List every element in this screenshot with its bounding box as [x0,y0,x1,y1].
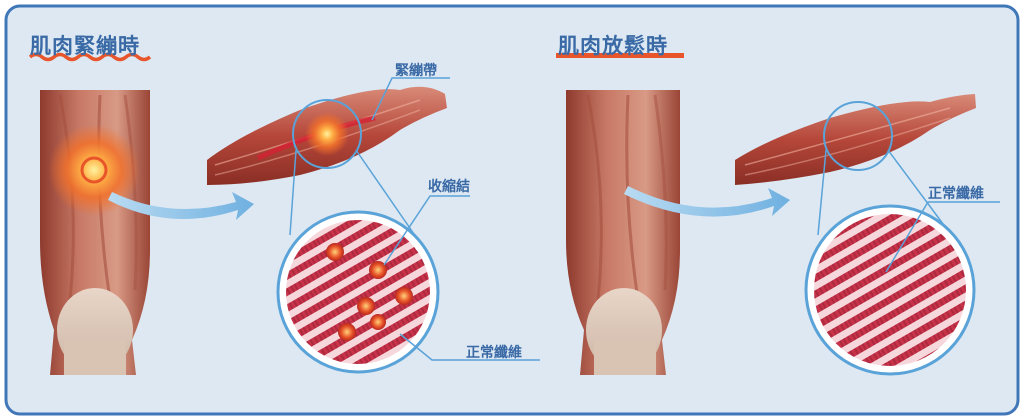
thigh-illustration-right [566,90,680,375]
knot-glow [305,112,349,156]
label-normal-fiber-relaxed: 正常纖維 [928,186,984,202]
magnifier-ring [823,101,893,171]
wavy-underline [28,52,152,62]
title-tense: 肌肉緊繃時 [30,34,140,58]
label-contraction-knot: 收縮結 [428,179,470,195]
contraction-knot [369,261,387,279]
label-taut-band: 緊繃帶 [395,63,437,79]
leader-line [885,201,1000,273]
leader-line [383,195,470,266]
contraction-knot [395,287,413,305]
outer-frame [4,4,1020,416]
fiber-closeup [814,214,966,366]
leader-line [371,77,450,121]
magnifier-ring [292,99,362,169]
fiber-closeup [286,220,430,364]
trigger-point-glow [48,124,140,216]
leader-line [399,333,540,361]
muscle-relaxed [735,94,976,185]
contraction-knot [326,243,344,261]
straight-underline [556,53,684,58]
label-normal-fiber: 正常纖維 [466,345,522,361]
arrow-icon [624,186,790,217]
zoom-line [817,149,827,236]
zoom-line [289,149,297,236]
title-relaxed: 肌肉放鬆時 [558,34,668,58]
contraction-knot [357,297,375,315]
trigger-point-center [80,156,108,184]
contraction-knot [338,323,356,341]
contraction-knot [370,314,386,330]
arrow-icon [108,192,254,220]
